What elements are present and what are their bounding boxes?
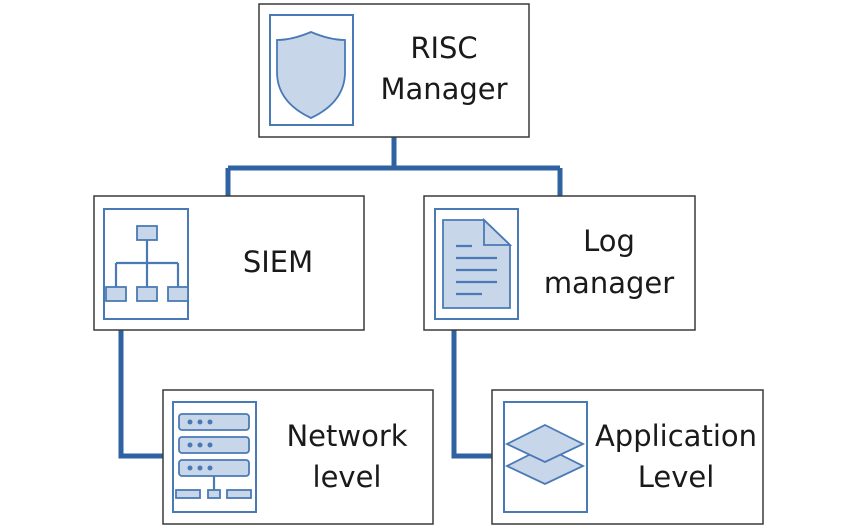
risc-manager-label-line2: Manager bbox=[380, 72, 507, 106]
network-level-label-line2: level bbox=[313, 460, 382, 494]
node-network-level: Network level bbox=[162, 389, 434, 525]
node-risc-manager: RISC Manager bbox=[258, 3, 530, 138]
risc-manager-label-line1: RISC bbox=[410, 31, 477, 65]
network-level-label-line1: Network bbox=[286, 419, 407, 453]
node-siem: SIEM bbox=[93, 195, 365, 331]
server-rack-icon bbox=[175, 413, 252, 499]
log-manager-label-line2: manager bbox=[544, 266, 674, 300]
node-log-manager: Log manager bbox=[423, 195, 696, 331]
connectors bbox=[118, 137, 563, 459]
document-icon bbox=[442, 217, 513, 309]
application-level-label-line1: Application bbox=[595, 419, 757, 453]
shield-icon bbox=[276, 31, 346, 119]
application-level-label-line2: Level bbox=[638, 460, 715, 494]
siem-label: SIEM bbox=[243, 245, 313, 279]
node-application-level: Application Level bbox=[491, 389, 764, 525]
hierarchy-icon bbox=[105, 225, 189, 302]
layers-icon bbox=[504, 423, 586, 485]
connector-risc-to-children bbox=[225, 137, 563, 196]
log-manager-label-line1: Log bbox=[583, 224, 635, 258]
connector-siem-to-network bbox=[118, 330, 163, 459]
connector-log-to-application bbox=[451, 330, 492, 459]
